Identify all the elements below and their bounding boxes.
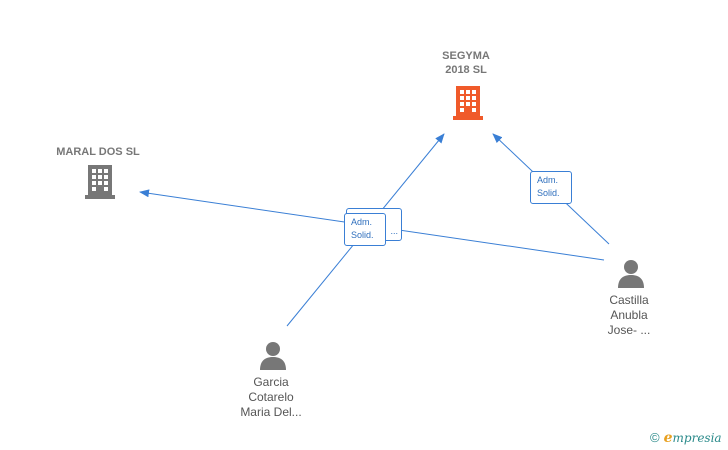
role-badge-castilla-segyma[interactable]: Adm. Solid.: [530, 171, 572, 204]
brand-name: mpresia: [672, 431, 722, 445]
company-name-segyma-line2: 2018 SL: [445, 64, 487, 76]
person-name-line2: Anubla: [610, 308, 648, 322]
building-icon[interactable]: [84, 163, 116, 204]
person-name-line3: Maria Del...: [240, 405, 302, 419]
role-badge-partial-text: ...: [390, 226, 398, 236]
company-name-maral[interactable]: MARAL DOS SL: [38, 145, 158, 159]
person-name-castilla[interactable]: Castilla Anubla Jose- ...: [569, 293, 689, 338]
role-line2: Solid.: [351, 230, 374, 240]
person-icon[interactable]: [258, 340, 288, 375]
company-name-maral-text: MARAL DOS SL: [56, 146, 140, 158]
role-line2: Solid.: [537, 188, 560, 198]
person-name-line3: Jose- ...: [607, 323, 651, 337]
building-icon[interactable]: [452, 84, 484, 125]
person-name-line1: Garcia: [253, 375, 289, 389]
role-line1: Adm.: [537, 175, 559, 185]
company-name-segyma[interactable]: SEGYMA 2018 SL: [406, 49, 526, 77]
role-line1: Adm.: [351, 217, 373, 227]
role-badge-garcia-segyma[interactable]: Adm. Solid.: [344, 213, 386, 246]
person-name-line2: Cotarelo: [248, 390, 294, 404]
empresia-watermark[interactable]: ©empresia: [650, 430, 722, 446]
person-name-line1: Castilla: [609, 293, 649, 307]
brand-initial: e: [663, 430, 673, 446]
person-icon[interactable]: [616, 258, 646, 293]
company-name-segyma-line1: SEGYMA: [442, 50, 490, 62]
copyright-icon: ©: [650, 430, 660, 445]
person-name-garcia[interactable]: Garcia Cotarelo Maria Del...: [211, 375, 331, 420]
